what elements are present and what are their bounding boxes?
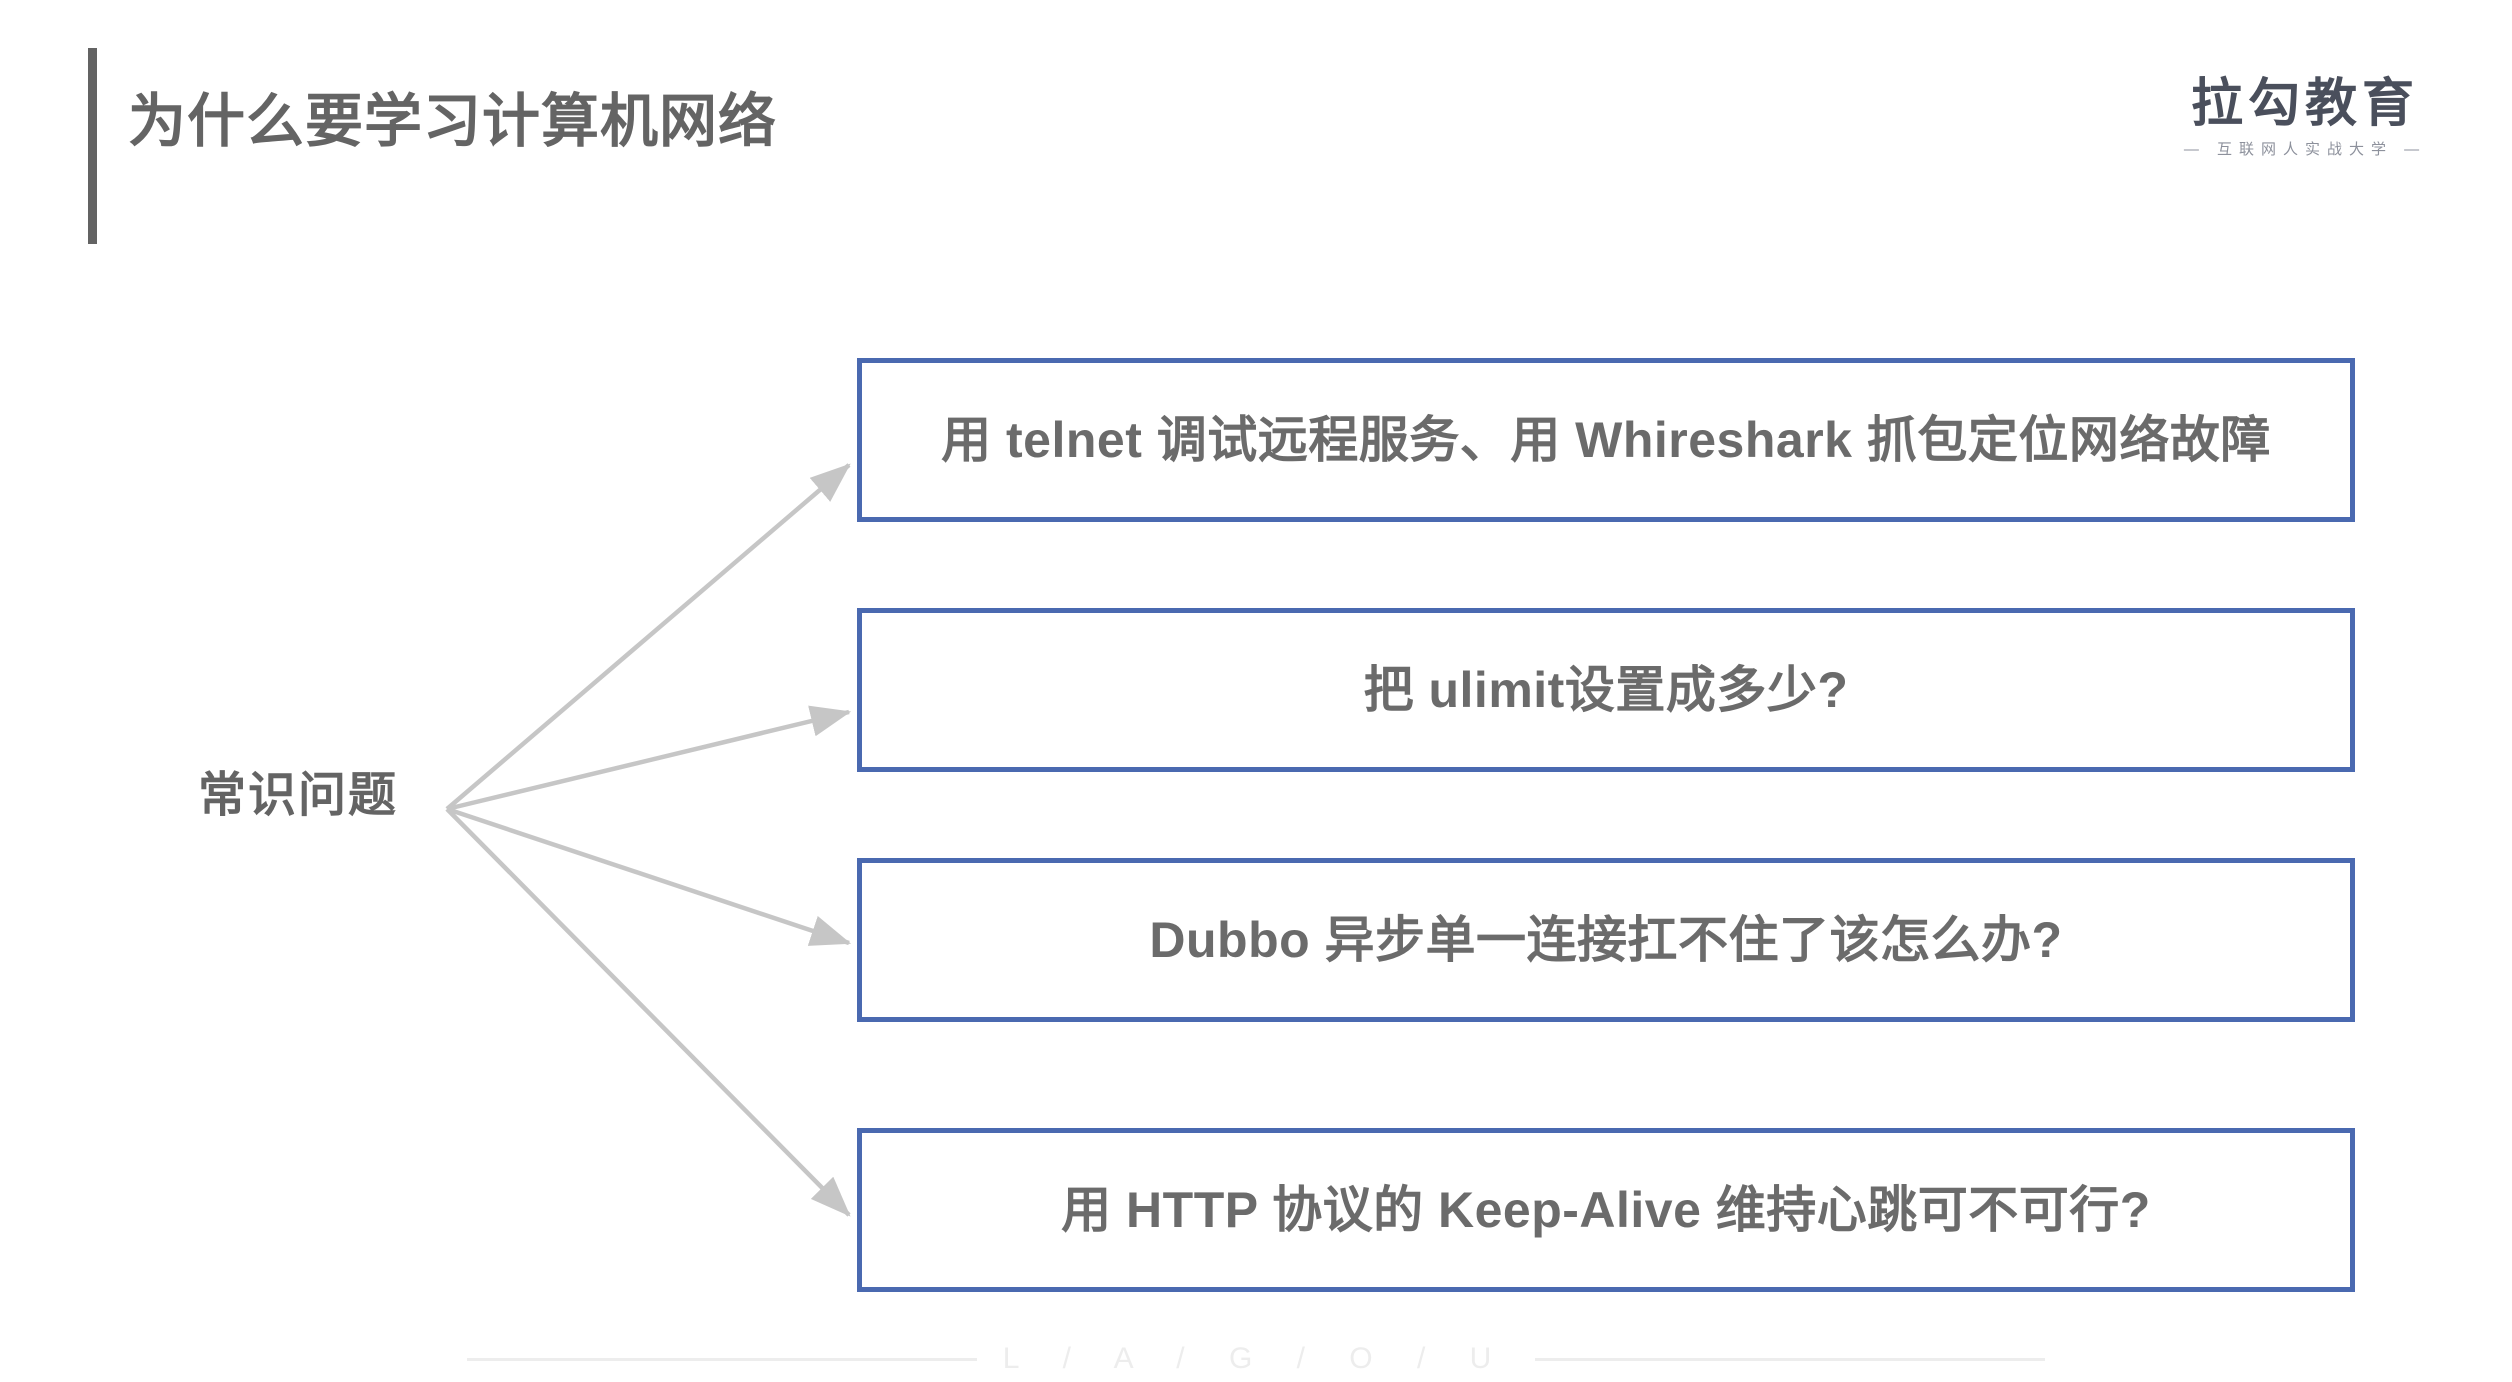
connector-arrow-2 (446, 806, 852, 946)
page-title: 为什么要学习计算机网络 (128, 89, 778, 154)
brand-logo: 拉勾教育 — 互联网人实战大学 — (2140, 78, 2470, 157)
footer: L / A / G / O / U (0, 1344, 2512, 1374)
brand-logo-tagline: — 互联网人实战大学 — (2183, 141, 2427, 158)
leaf-box-label: 把 ulimit设置成多少? (1363, 661, 1849, 718)
footer-rule-right (1535, 1357, 2046, 1361)
footer-rule-left (466, 1357, 977, 1361)
leaf-box-dubbo[interactable]: Dubbo 异步单一连接扛不住了该怎么办? (857, 858, 2355, 1022)
connector-arrow-3 (445, 807, 851, 1217)
title-accent-bar (88, 48, 97, 244)
connector-arrow-1 (446, 705, 852, 812)
leaf-box-label: 用 telnet 调试远程服务、用 Whireshark 抓包定位网络故障 (941, 411, 2271, 468)
leaf-box-http-keepalive[interactable]: 用 HTTP 协议的 Keep-Alive 维持心跳可不可行? (857, 1128, 2355, 1292)
connector-arrow-0 (445, 463, 851, 811)
leaf-box-ulimit[interactable]: 把 ulimit设置成多少? (857, 608, 2355, 772)
leaf-box-telnet-wireshark[interactable]: 用 telnet 调试远程服务、用 Whireshark 抓包定位网络故障 (857, 358, 2355, 522)
brand-logo-name: 拉勾教育 (2190, 75, 2419, 133)
leaf-box-label: Dubbo 异步单一连接扛不住了该怎么办? (1149, 911, 2063, 968)
root-node-label: 常识问题 (197, 769, 398, 822)
footer-wordmark: L / A / G / O / U (1002, 1342, 1510, 1375)
leaf-box-label: 用 HTTP 协议的 Keep-Alive 维持心跳可不可行? (1061, 1181, 2151, 1238)
